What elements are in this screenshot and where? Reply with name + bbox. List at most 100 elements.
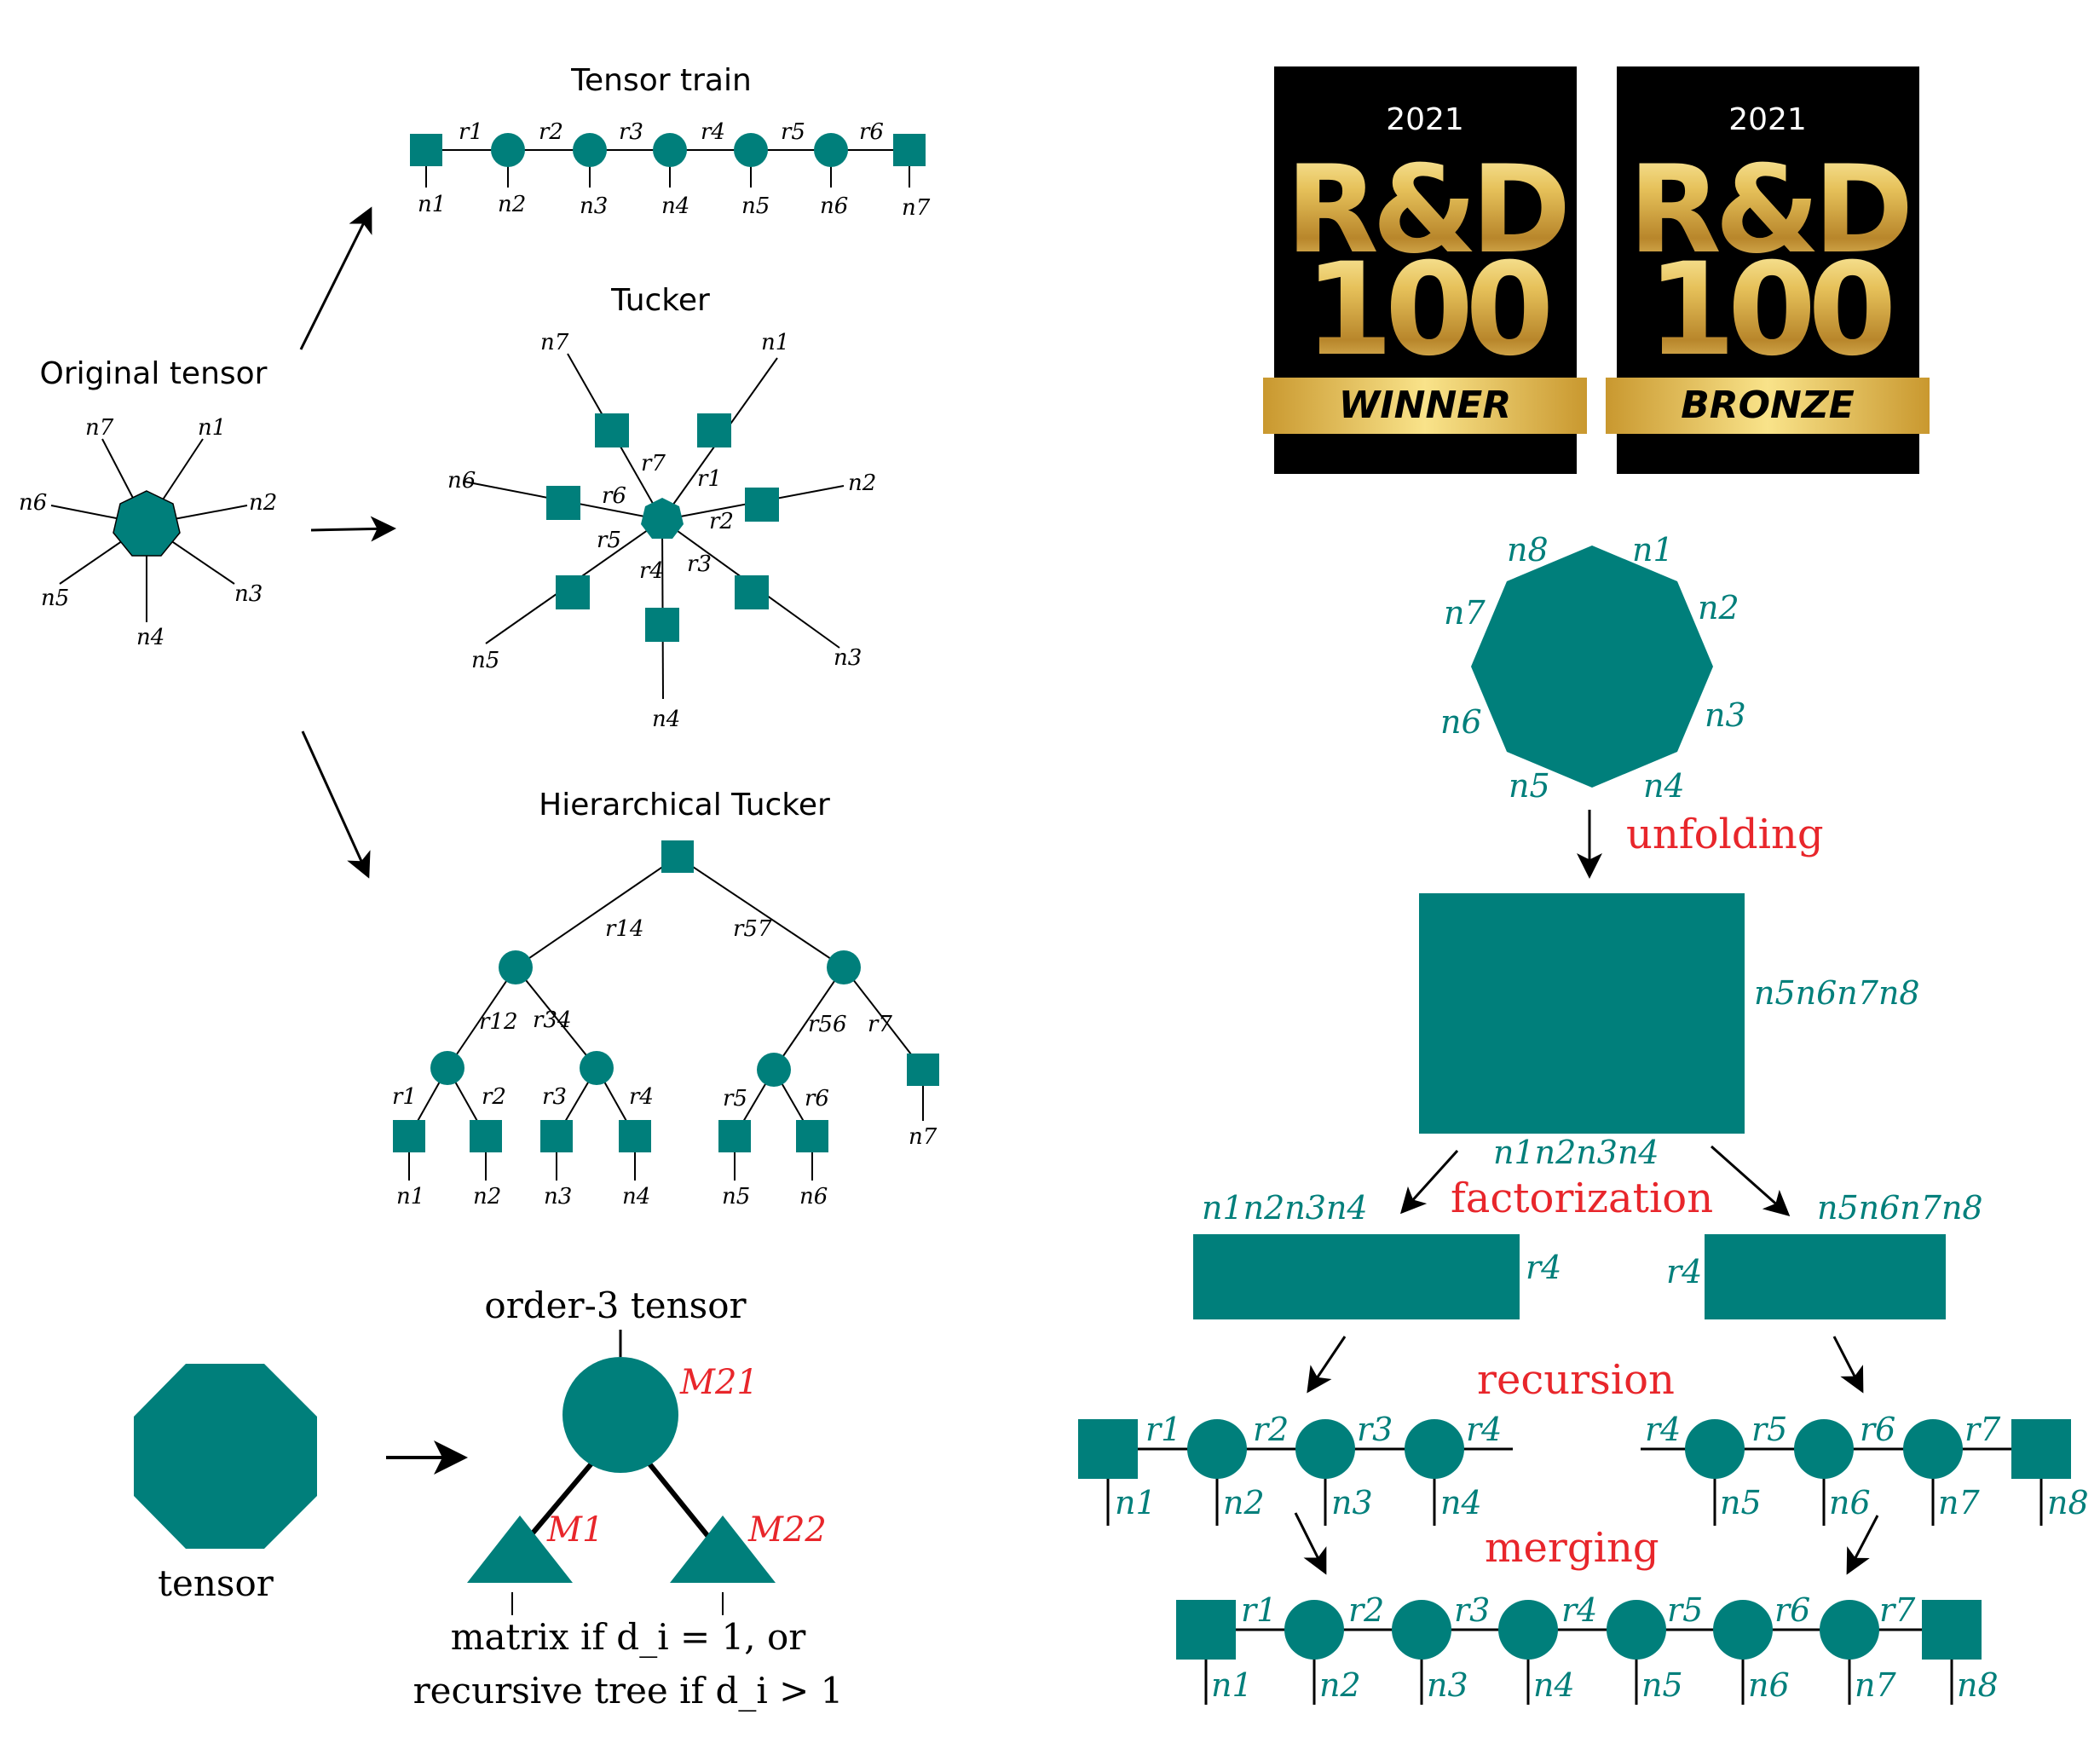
tt-end-core	[410, 134, 442, 166]
badge-logo-top: R&D	[1285, 140, 1565, 280]
tt-rank: r3	[619, 119, 643, 145]
tensor-label: tensor	[158, 1562, 274, 1604]
tt-rank: r4	[701, 119, 725, 145]
original-tensor-title: Original tensor	[40, 356, 268, 391]
merged-core	[1713, 1600, 1773, 1660]
caption-line-2: recursive tree if d_i > 1	[413, 1670, 844, 1712]
unfolded-matrix	[1419, 893, 1745, 1134]
m22-triangle	[670, 1515, 776, 1583]
tucker-factor	[697, 413, 731, 447]
ht-leaf	[540, 1120, 573, 1152]
ht-leaf	[796, 1120, 828, 1152]
tucker-factor	[735, 575, 769, 609]
ht-rank: r6	[805, 1086, 829, 1111]
original-label: n1	[198, 415, 226, 441]
ht-mode: n3	[544, 1184, 572, 1209]
tt-core	[573, 133, 607, 167]
ht-mode: n7	[909, 1124, 938, 1150]
tt-core	[734, 133, 768, 167]
merged-end-core	[1176, 1600, 1236, 1660]
right-chain-mode: n8	[2047, 1484, 2089, 1521]
badge-ribbon: WINNER	[1339, 384, 1512, 427]
tt-rank: r6	[859, 119, 884, 145]
badge-logo-top: R&D	[1628, 140, 1907, 280]
merged-rank: r7	[1879, 1591, 1916, 1629]
original-label: n7	[85, 415, 114, 441]
tucker-title: Tucker	[610, 283, 710, 318]
right-chain-mode: n5	[1720, 1484, 1762, 1521]
right-chain-core	[1903, 1419, 1963, 1479]
merged-mode: n8	[1957, 1666, 1999, 1704]
ht-rank: r7	[868, 1012, 892, 1037]
tucker-factor	[595, 413, 629, 447]
tt-mode: n5	[741, 193, 770, 219]
ht-leaf	[619, 1120, 651, 1152]
ht-mode: n6	[799, 1184, 828, 1209]
left-chain-core	[1405, 1419, 1464, 1479]
octagon-label: n6	[1440, 703, 1482, 741]
right-chain-core	[1794, 1419, 1854, 1479]
tt-mode: n4	[661, 193, 689, 219]
ht-rank: r12	[479, 1009, 518, 1035]
order3-core	[562, 1357, 678, 1473]
tucker-rank: r7	[641, 451, 666, 476]
octagon-label: n2	[1698, 589, 1739, 626]
ht-rank: r3	[542, 1084, 567, 1110]
step-factorization: factorization	[1451, 1175, 1713, 1222]
recursive-factorization-flow: n8 n1 n7 n2 n6 n3 n5 n4 unfolding n5n6n7…	[1078, 531, 2089, 1705]
right-chain-core	[1685, 1419, 1745, 1479]
merged-mode: n6	[1748, 1666, 1790, 1704]
octagon-label: n1	[1632, 531, 1674, 569]
ht-node	[827, 950, 861, 984]
tt-rank: r5	[781, 119, 805, 145]
left-factor-top: n1n2n3n4	[1202, 1189, 1368, 1227]
merged-mode: n5	[1641, 1666, 1683, 1704]
badge-year: 2021	[1728, 102, 1807, 137]
right-factor-rank: r4	[1666, 1253, 1702, 1290]
merged-mode: n4	[1533, 1666, 1575, 1704]
tt-core	[491, 133, 525, 167]
m21-label: M21	[679, 1363, 759, 1402]
ht-node	[499, 950, 533, 984]
merged-core	[1498, 1600, 1558, 1660]
tucker-factor	[745, 488, 779, 522]
ht-root	[661, 840, 694, 873]
tt-core	[814, 133, 848, 167]
left-chain-mode: n1	[1115, 1484, 1157, 1521]
ht-rank: r5	[723, 1086, 747, 1111]
original-label: n2	[249, 490, 277, 516]
tucker-core	[641, 498, 684, 539]
tucker-rank: r6	[602, 483, 626, 509]
left-chain-rank: r4	[1466, 1411, 1502, 1448]
ht-mode: n1	[396, 1184, 424, 1209]
caption-line-1: matrix if d_i = 1, or	[451, 1616, 807, 1658]
tensor-octagon	[134, 1364, 317, 1549]
merged-mode: n1	[1211, 1666, 1253, 1704]
tt-core	[653, 133, 687, 167]
tucker-mode: n5	[471, 648, 499, 673]
ht-rank: r4	[629, 1084, 654, 1110]
left-chain-rank: r3	[1357, 1411, 1393, 1448]
ht-node	[430, 1051, 464, 1085]
tensor-train-panel: Tensor train r1 r2 r3 r4 r5 r6 n1 n2 n3	[410, 63, 931, 221]
original-tensor-panel: Original tensor n7 n1 n6 n2 n5 n3 n4	[19, 356, 277, 650]
tucker-mode: n2	[848, 471, 876, 496]
ht-leaf	[907, 1054, 939, 1086]
left-factor-rank: r4	[1526, 1249, 1561, 1286]
left-chain-mode: n3	[1331, 1484, 1373, 1521]
left-chain-mode: n4	[1440, 1484, 1482, 1521]
award-badge-bronze: 2021 R&D 100 BRONZE	[1606, 66, 1930, 474]
octagon-label: n3	[1705, 696, 1746, 734]
tucker-factor	[645, 608, 679, 642]
original-label: n5	[41, 586, 69, 611]
tucker-mode: n3	[834, 645, 862, 671]
tucker-panel: Tucker n1 n2 n3 n4 n5 n6 n7 r1 r2 r3	[447, 283, 876, 732]
merged-mode: n2	[1319, 1666, 1361, 1704]
ht-leaf	[718, 1120, 751, 1152]
tucker-mode: n7	[540, 330, 569, 355]
left-factor	[1193, 1234, 1520, 1319]
ht-rank: r2	[482, 1084, 506, 1110]
ht-rank: r1	[392, 1084, 417, 1110]
right-chain-rank: r4	[1645, 1411, 1681, 1448]
